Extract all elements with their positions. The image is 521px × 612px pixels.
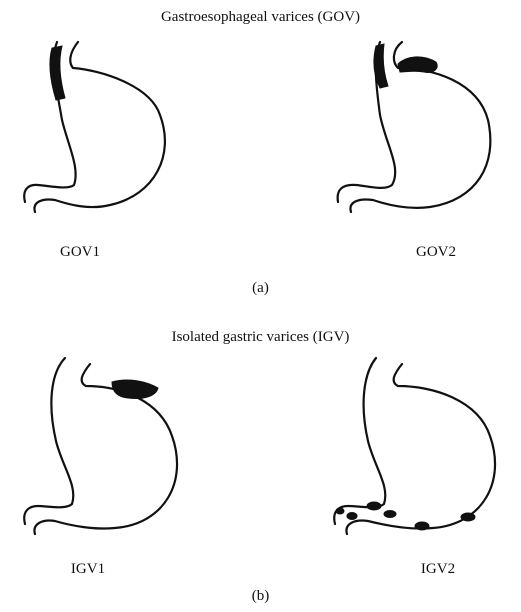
panel-b-label: (b) [0,588,521,605]
stomach-outline [334,358,495,534]
panel-a-label: (a) [0,280,521,297]
igv2-caption: IGV2 [398,561,478,578]
varix-spot [415,522,429,530]
esophageal-varix [50,46,65,100]
varix-spot [347,513,357,520]
fundal-varix [112,380,158,399]
varix-spot [384,511,396,518]
varix-spot [461,513,475,521]
gov1-stomach-diagram [10,40,210,220]
gov2-stomach-diagram [318,40,518,220]
gov1-caption: GOV1 [40,244,120,261]
igv1-stomach-diagram [10,356,210,546]
panel-a-title: Gastroesophageal varices (GOV) [0,9,521,26]
fundal-varix [398,57,437,72]
igv2-stomach-diagram [318,356,518,546]
panel-b-title: Isolated gastric varices (IGV) [0,329,521,346]
stomach-outline [24,358,177,534]
stomach-outline [24,42,165,212]
gov2-caption: GOV2 [396,244,476,261]
igv1-caption: IGV1 [48,561,128,578]
varix-spot [367,502,381,510]
varix-spot [336,508,344,514]
